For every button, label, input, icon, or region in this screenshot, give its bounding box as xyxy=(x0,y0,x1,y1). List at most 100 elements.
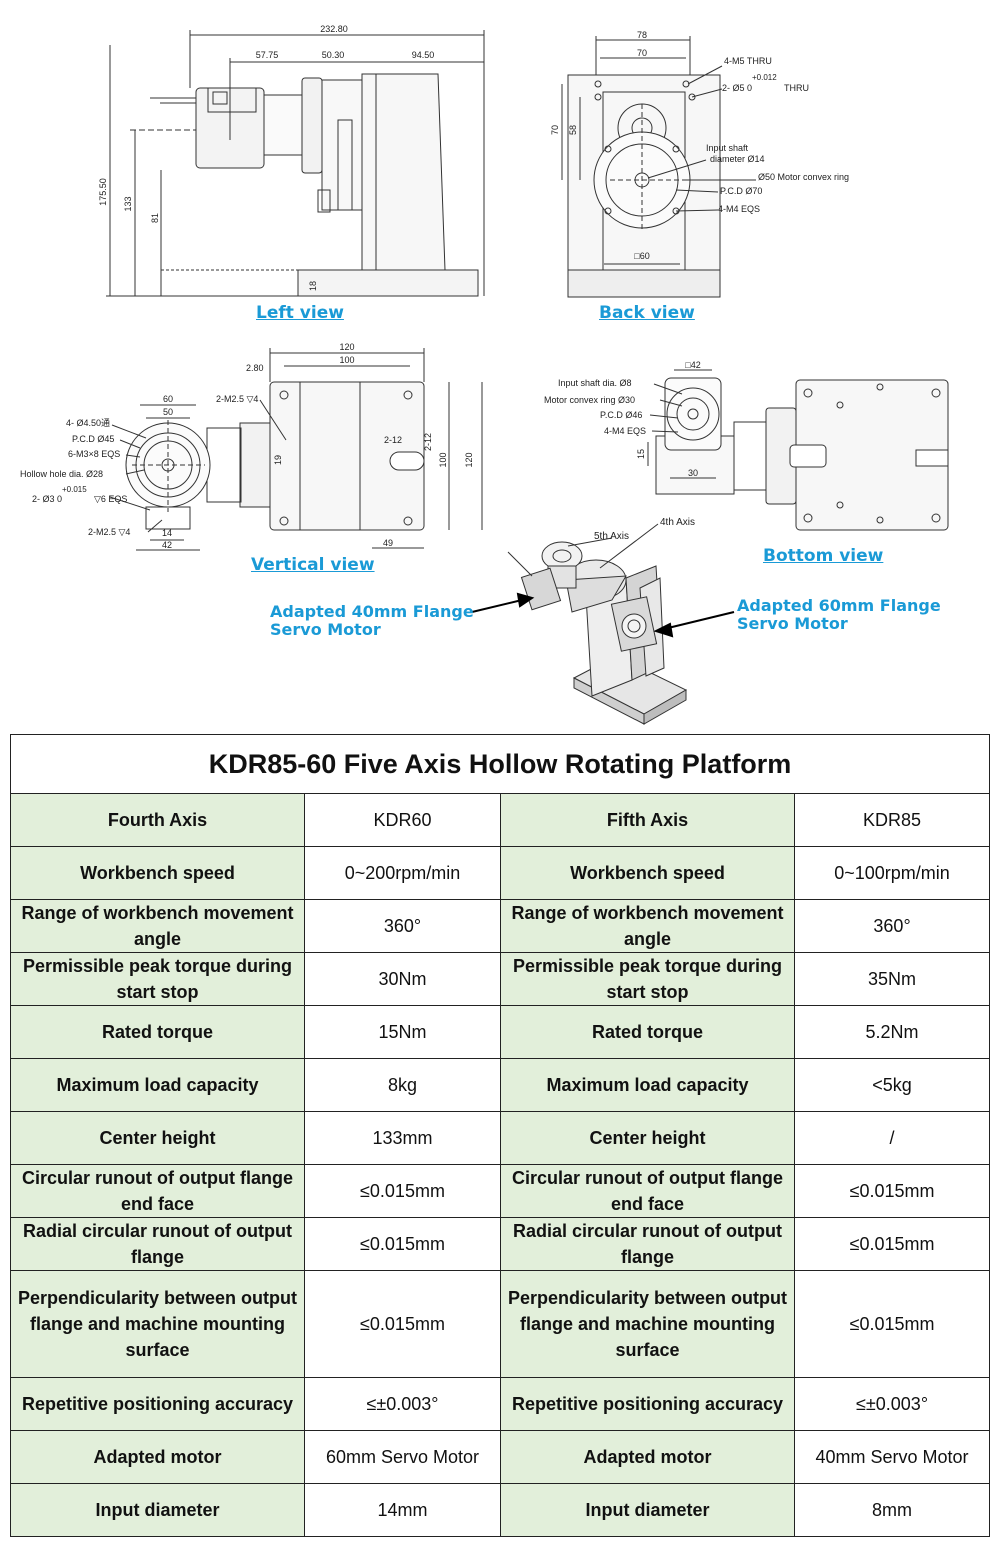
row-label: Circular runout of output flange end fac… xyxy=(500,1164,795,1218)
note-text: P.C.D Ø45 xyxy=(72,434,114,444)
row-value: 14mm xyxy=(304,1483,501,1537)
dim-text: 14 xyxy=(162,528,172,538)
table-row: Rated torque 15Nm Rated torque 5.2Nm xyxy=(10,1005,991,1059)
row-value: 8kg xyxy=(304,1058,501,1112)
dim-text: 70 xyxy=(637,48,647,58)
row-label: Repetitive positioning accuracy xyxy=(500,1377,795,1431)
row-value: / xyxy=(793,1111,991,1165)
row-label: Range of workbench movement angle xyxy=(10,899,305,953)
note-text: P.C.D Ø46 xyxy=(600,410,642,420)
row-value: ≤0.015mm xyxy=(793,1164,991,1218)
table-row: Center height 133mm Center height / xyxy=(10,1111,991,1165)
vertical-view-drawing xyxy=(109,348,483,551)
row-label: Repetitive positioning accuracy xyxy=(10,1377,305,1431)
row-value: ≤0.015mm xyxy=(304,1217,501,1271)
table-row: Input diameter 14mm Input diameter 8mm xyxy=(10,1483,991,1537)
row-value: 0~200rpm/min xyxy=(304,846,501,900)
dim-text: 100 xyxy=(339,355,354,365)
dim-text: 175.50 xyxy=(98,178,108,206)
dim-text: 100 xyxy=(438,452,448,467)
callout-40mm-line2: Servo Motor xyxy=(270,620,381,639)
row-label: Input diameter xyxy=(10,1483,305,1537)
dim-text: 120 xyxy=(339,342,354,352)
table-row: Workbench speed 0~200rpm/min Workbench s… xyxy=(10,846,991,900)
table-title: KDR85-60 Five Axis Hollow Rotating Platf… xyxy=(9,734,991,794)
row-label: Rated torque xyxy=(500,1005,795,1059)
dim-text: 30 xyxy=(688,468,698,478)
table-row: Range of workbench movement angle 360° R… xyxy=(10,899,991,953)
dim-text: 60 xyxy=(163,394,173,404)
row-value: ≤0.015mm xyxy=(793,1217,991,1271)
row-label: Perpendicularity between output flange a… xyxy=(10,1270,305,1378)
dim-text: 50 xyxy=(163,407,173,417)
callout-60mm-flange: Adapted 60mm Flange Servo Motor xyxy=(737,597,941,633)
row-value: ≤0.015mm xyxy=(304,1164,501,1218)
note-text: Hollow hole dia. Ø28 xyxy=(20,469,103,479)
row-value: ≤±0.003° xyxy=(793,1377,991,1431)
note-text: 2- Ø5 0 xyxy=(722,83,752,93)
dim-text: 2-12 xyxy=(423,433,433,451)
row-value: 360° xyxy=(793,899,991,953)
row-label: Permissible peak torque during start sto… xyxy=(500,952,795,1006)
dim-text: 120 xyxy=(464,452,474,467)
dim-text: 81 xyxy=(150,213,160,223)
dim-text: 58 xyxy=(568,125,578,135)
table-row: Repetitive positioning accuracy ≤±0.003°… xyxy=(10,1377,991,1431)
dim-text: 70 xyxy=(550,125,560,135)
table-row: Maximum load capacity 8kg Maximum load c… xyxy=(10,1058,991,1112)
table-row: Circular runout of output flange end fac… xyxy=(10,1164,991,1218)
back-view-drawing xyxy=(561,36,756,298)
table-title-row: KDR85-60 Five Axis Hollow Rotating Platf… xyxy=(9,734,991,794)
row-value: 30Nm xyxy=(304,952,501,1006)
row-value: 8mm xyxy=(793,1483,991,1537)
row-value: 35Nm xyxy=(793,952,991,1006)
note-text: 2- Ø3 0 xyxy=(32,494,62,504)
row-value: 5.2Nm xyxy=(793,1005,991,1059)
row-label: Rated torque xyxy=(10,1005,305,1059)
dim-text: 50.30 xyxy=(322,50,345,60)
row-value: KDR60 xyxy=(304,793,501,847)
row-label: Perpendicularity between output flange a… xyxy=(500,1270,795,1378)
note-text: Motor convex ring Ø30 xyxy=(544,395,635,405)
row-value: ≤0.015mm xyxy=(304,1270,501,1378)
dim-text: 78 xyxy=(637,30,647,40)
left-view-drawing xyxy=(106,30,485,297)
row-label: Center height xyxy=(500,1111,795,1165)
back-view-label: Back view xyxy=(599,303,695,323)
bottom-view-label: Bottom view xyxy=(763,546,884,566)
dim-text: 42 xyxy=(162,540,172,550)
row-label: Permissible peak torque during start sto… xyxy=(10,952,305,1006)
row-label: Fifth Axis xyxy=(500,793,795,847)
left-view-label: Left view xyxy=(256,303,344,323)
dim-text: 2-12 xyxy=(384,435,402,445)
technical-drawings: 232.80 57.75 50.30 94.50 175.50 133 81 1… xyxy=(20,24,949,725)
dim-text: 94.50 xyxy=(412,50,435,60)
callout-40mm-line1: Adapted 40mm Flange xyxy=(270,602,474,621)
row-value: ≤±0.003° xyxy=(304,1377,501,1431)
row-value: 0~100rpm/min xyxy=(793,846,991,900)
dim-text: 2.80 xyxy=(246,363,264,373)
table-row: Perpendicularity between output flange a… xyxy=(10,1270,991,1378)
dim-text: □60 xyxy=(634,251,649,261)
row-label: Range of workbench movement angle xyxy=(500,899,795,953)
callout-60mm-line1: Adapted 60mm Flange xyxy=(737,596,941,615)
row-label: Maximum load capacity xyxy=(500,1058,795,1112)
note-text: P.C.D Ø70 xyxy=(720,186,762,196)
dim-text: 15 xyxy=(636,449,646,459)
row-label: Circular runout of output flange end fac… xyxy=(10,1164,305,1218)
note-text: THRU xyxy=(784,83,809,93)
axis-label-5th: 5th Axis xyxy=(594,531,629,542)
row-value: 40mm Servo Motor xyxy=(793,1430,991,1484)
note-text: 4- Ø4.50通 xyxy=(66,418,110,428)
row-value: 133mm xyxy=(304,1111,501,1165)
dim-text: 19 xyxy=(273,455,283,465)
callout-60mm-line2: Servo Motor xyxy=(737,614,848,633)
vertical-view-label: Vertical view xyxy=(251,555,375,575)
note-text: +0.015 xyxy=(62,485,87,494)
row-value: 360° xyxy=(304,899,501,953)
note-text: Input shaft dia. Ø8 xyxy=(558,378,632,388)
spec-table: KDR85-60 Five Axis Hollow Rotating Platf… xyxy=(9,734,991,1537)
note-text: Input shaft xyxy=(706,143,749,153)
row-value: 60mm Servo Motor xyxy=(304,1430,501,1484)
row-value: 15Nm xyxy=(304,1005,501,1059)
